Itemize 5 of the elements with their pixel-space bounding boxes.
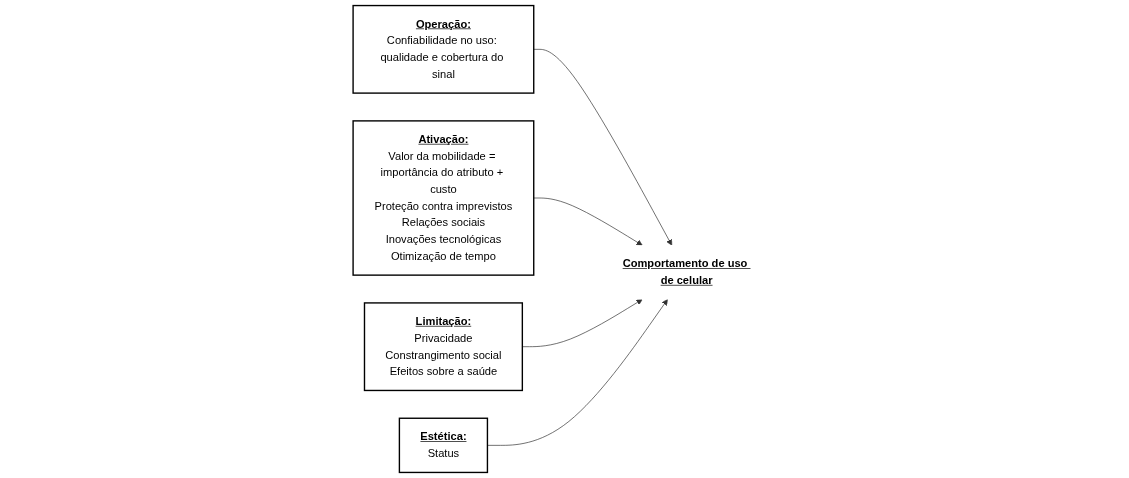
node-text: Comportamento de uso de celular [622,257,747,287]
node-box: Ativação: Valor da mobilidade = importância do atributo + custo Proteção contra imprevistos Relações sociais Inovações tecnológicas Otimização de tempo [351,120,534,276]
node-box: Estética: Status [398,417,488,474]
node-box: Limitação: Privacidade Constrangimento social Efeitos sobre a saúde [363,302,523,392]
node-box: Operação: Confiabilidade no uso: qualidade e cobertura do sinal [351,4,534,94]
